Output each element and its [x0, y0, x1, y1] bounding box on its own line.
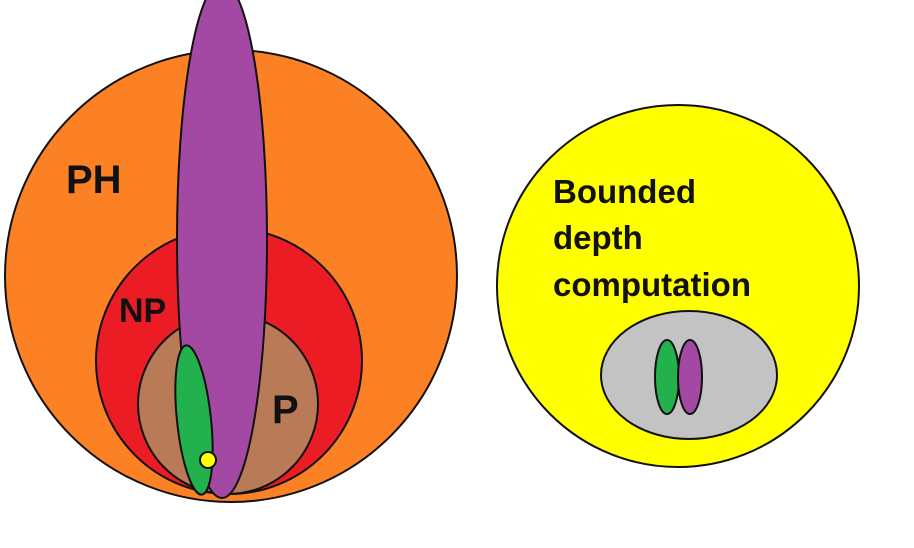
purple-subregion	[677, 339, 703, 415]
green-subregion	[654, 339, 680, 415]
ph-label: PH	[66, 158, 122, 202]
left-complexity-group: PH NP P	[4, 0, 458, 503]
bounded-label-line3: computation	[553, 266, 751, 303]
yellow-point	[199, 451, 217, 469]
right-bounded-group: Bounded depth computation	[496, 104, 860, 468]
bounded-label-line2: depth	[553, 219, 643, 256]
np-label: NP	[119, 292, 166, 330]
p-label: P	[272, 388, 299, 432]
bounded-label-line1: Bounded	[553, 173, 696, 210]
